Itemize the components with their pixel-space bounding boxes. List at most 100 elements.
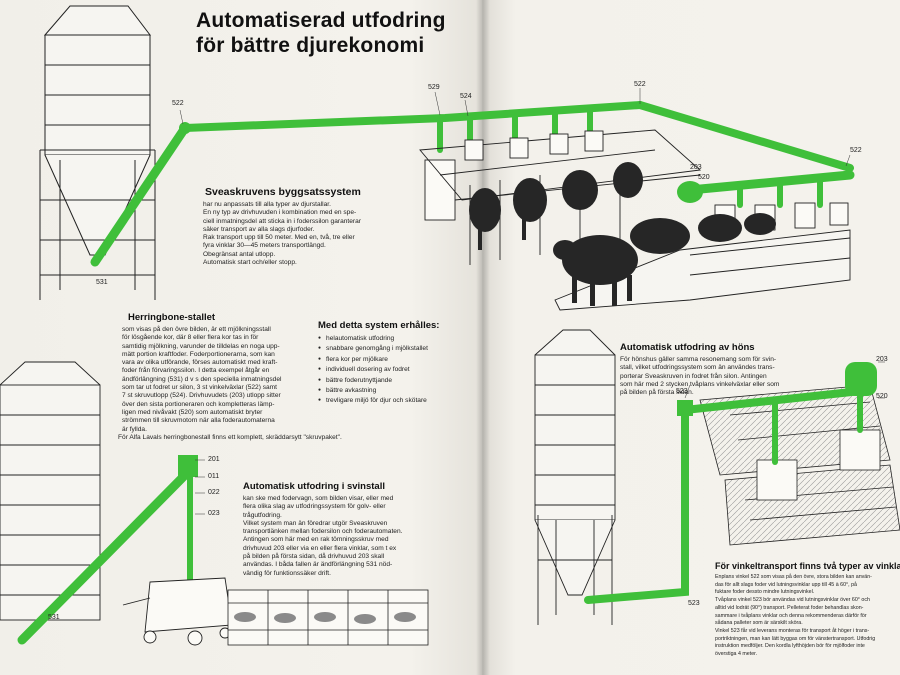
herringbone-text: som visas på den övre bilden, är ett mjö… xyxy=(122,326,307,434)
svinstall-line: Vilket system man än föredrar utgör Svea… xyxy=(243,519,388,527)
auger-pipe-system-barn xyxy=(90,101,855,267)
sveaskruvens-line: fyra vinklar 30—45 meters transportlängd… xyxy=(203,242,326,250)
herringbone-line: strömmen till skruvmotorn när alla foder… xyxy=(122,417,275,425)
vinkel-line: alltid vid lodrät (90°) transport. Pelle… xyxy=(715,604,864,611)
svinstall-line: Antingen som här med en rak tömningsskru… xyxy=(243,536,389,544)
part-label-523: 523 xyxy=(688,600,700,607)
page-title: Automatiserad utfodring för bättre djure… xyxy=(196,8,486,58)
herringbone-line: samtidig mjölkning, varunder de tilldela… xyxy=(122,342,280,350)
part-label-531: 531 xyxy=(96,279,108,286)
svinstall-line: kan ske med fodervagn, som bilden visar,… xyxy=(243,495,394,502)
herringbone-line: ligen med nivåvakt (520) som automatiskt… xyxy=(122,408,263,416)
svinstall-line: användas. I båda fallen är ändförlängnin… xyxy=(243,561,393,569)
sveaskruvens-line: har nu anpassats till alla typer av djur… xyxy=(203,201,331,208)
part-label-leaders xyxy=(179,88,885,515)
herringbone-line: över den sista portioneraren och komplet… xyxy=(122,400,275,408)
herringbone-line: som visas på den övre bilden, är ett mjö… xyxy=(122,326,271,333)
hons-line: För hönshus gäller samma resonemang som … xyxy=(620,356,777,363)
part-label-522: 522 xyxy=(172,100,184,107)
vinkel-line: instruktion medföljer. Den kordla lyfthö… xyxy=(715,643,865,650)
vinkel-text: Enplans vinkel 522 som visas på den övre… xyxy=(715,574,899,659)
silo-large-illustration xyxy=(39,5,156,300)
vinkel-line: Tvåplans vinkel 523 bör användas vid lut… xyxy=(715,597,870,604)
herringbone-line: är fyllda. xyxy=(122,425,147,433)
part-label-520: 520 xyxy=(698,174,710,181)
herringbone-line: 7 st skruvutlopp (524). Drivhuvudets (20… xyxy=(122,392,281,400)
hons-heading: Automatisk utfodring av höns xyxy=(620,342,755,353)
hons-line: stall, vilket utfodringssystem som än an… xyxy=(620,364,775,372)
part-label-022: 022 xyxy=(208,489,220,496)
part-label-023: 023 xyxy=(208,510,220,517)
title-line-2: för bättre djurekonomi xyxy=(196,34,425,57)
feed-wagon-illustration xyxy=(122,577,233,646)
benefit-item: trevligare miljö för djur och skötare xyxy=(318,396,468,406)
svinstall-line: flera olika slag av utfodringssystem för… xyxy=(243,503,386,511)
vinkel-line: överstiga 4 meter. xyxy=(715,651,758,658)
herringbone-line: ändförlängning (531) d v s den speciella… xyxy=(122,375,282,383)
vinkel-line: das för allt slags foder vid lutningsvin… xyxy=(715,581,857,588)
herringbone-heading: Herringbone-stallet xyxy=(128,312,216,323)
sveaskruvens-line: En ny typ av drivhuvuden i kombination m… xyxy=(203,209,357,217)
sveaskruvens-line: säker transport av alla slags djurfoder. xyxy=(203,225,315,233)
hen-house-silo-illustration xyxy=(534,329,616,625)
benefit-item: helautomatisk utfodring xyxy=(318,334,468,344)
hons-line: på bilden på första sidan. xyxy=(620,389,694,397)
vinkel-line: fuktare foder dessto mindre lutningsvink… xyxy=(715,589,815,596)
herringbone-line: vara av olika utförande, förses automati… xyxy=(122,359,278,367)
part-label-203: 203 xyxy=(690,164,702,171)
part-label-520: 520 xyxy=(876,393,888,400)
svinstall-line: vändig för funktionssäker drift. xyxy=(243,569,331,577)
herringbone-line: för lösgående kor, där 8 eller flera kor… xyxy=(122,334,259,342)
svinstall-line: på bilden på första sidan, då drivhuvud … xyxy=(243,553,385,561)
hons-text: För hönshus gäller samma resonemang som … xyxy=(620,356,800,397)
vinkel-line: sådana palleter som är särskilt sköra. xyxy=(715,620,803,627)
part-label-522: 522 xyxy=(850,147,862,154)
herringbone-note: För Alfa Lavals herringbonestall finns e… xyxy=(118,434,342,441)
benefit-item: bättre foderutnyttjande xyxy=(318,376,468,386)
herringbone-line: foder från förvaringssilon. I detta exem… xyxy=(122,367,270,375)
vinkel-line: Vinkel 523 får vid leverans monteras för… xyxy=(715,627,870,634)
herringbone-line: mätt portion kraftfoder. Foderportionera… xyxy=(122,350,275,358)
svinstall-heading: Automatisk utfodring i svinstall xyxy=(243,481,385,492)
herringbone-parlour-illustration xyxy=(419,129,851,311)
part-label-529: 529 xyxy=(428,84,440,91)
benefit-item: snabbare genomgång i mjölkstallet xyxy=(318,344,468,354)
sveaskruvens-line: Automatisk start och/eller stopp. xyxy=(203,259,297,267)
hons-line: som här med 2 stycken tvåplans vinkelväx… xyxy=(620,380,780,388)
part-label-203: 203 xyxy=(876,356,888,363)
vinkel-heading: För vinkeltransport finns två typer av v… xyxy=(715,561,900,571)
sveaskruvens-line: Obegränsat antal utlopp. xyxy=(203,250,276,258)
part-label-011: 011 xyxy=(208,473,220,480)
svinstall-line: trågutfodring. xyxy=(243,511,282,519)
benefits-list: helautomatisk utfodring snabbare genomgå… xyxy=(318,334,468,407)
part-label-523: 523 xyxy=(676,388,688,395)
pig-pens-illustration xyxy=(227,589,429,646)
straight-auger-svinstall xyxy=(17,455,198,645)
part-label-524: 524 xyxy=(460,93,472,100)
vinkel-line: sammare i tvåplans vinklar och denna rek… xyxy=(715,612,867,619)
part-label-531: 531 xyxy=(48,614,60,621)
sveaskruvens-heading: Sveaskruvens byggsatssystem xyxy=(205,186,361,198)
benefits-heading: Med detta system erhålles: xyxy=(318,320,440,331)
sveaskruvens-line: Rak transport upp till 50 meter. Med en,… xyxy=(203,234,355,242)
svinstall-text: kan ske med fodervagn, som bilden visar,… xyxy=(243,495,441,578)
svinstall-line: transportlänken mellan fodersilon och fo… xyxy=(243,528,403,536)
vinkel-line: Enplans vinkel 522 som visas på den övre… xyxy=(715,574,872,580)
vinkel-line: portriktningen, man kan lätt byggas om f… xyxy=(715,635,876,642)
part-label-201: 201 xyxy=(208,456,220,463)
part-label-522: 522 xyxy=(634,81,646,88)
page-gutter xyxy=(476,0,490,675)
auger-pipe-system-hens xyxy=(584,362,877,604)
sveaskruvens-line: ciell inmatningsdel att sticka in i fode… xyxy=(203,217,361,225)
title-line-1: Automatiserad utfodring xyxy=(196,9,446,32)
svinstall-line: drivhuvud 203 eller via en eller flera v… xyxy=(243,544,397,552)
benefit-item: flera kor per mjölkare xyxy=(318,355,468,365)
hen-cages-illustration xyxy=(699,384,900,546)
sveaskruvens-text: har nu anpassats till alla typer av djur… xyxy=(203,201,418,267)
benefit-item: individuell dosering av fodret xyxy=(318,365,468,375)
herringbone-line: som tar ut fodret ur silon, 3 st vinkelv… xyxy=(122,384,278,392)
hons-line: porterar Sveaskruven in fodret från silo… xyxy=(620,372,767,380)
benefit-item: bättre avkastning xyxy=(318,386,468,396)
